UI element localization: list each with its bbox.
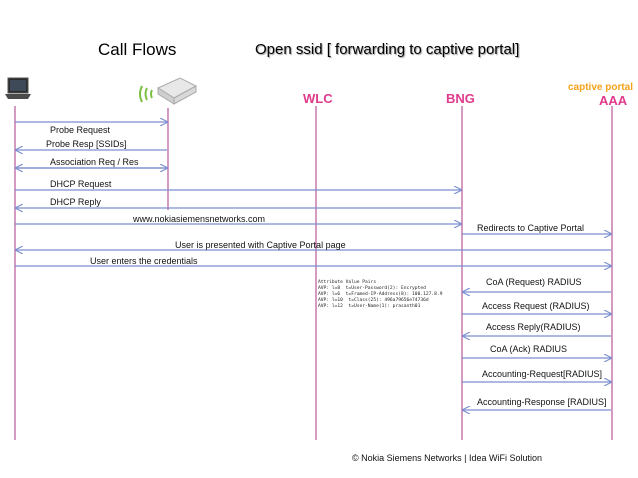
message-label: DHCP Reply [50,197,101,207]
avp-header: Attribute Value Pairs [318,280,377,285]
page-subtitle: Open ssid [ forwarding to captive portal… [255,41,520,58]
message-label: Accounting-Request[RADIUS] [482,369,603,379]
message-label: Access Reply(RADIUS) [486,322,581,332]
message-label: www.nokiasiemensnetworks.com [133,214,266,224]
message-label: User enters the credentials [90,256,198,266]
message-label: User is presented with Captive Portal pa… [175,240,346,250]
message-label: Association Req / Res [50,157,139,167]
message-label: Probe Resp [SSIDs] [46,139,127,149]
message-label: Accounting-Response [RADIUS] [477,397,607,407]
page-title: Call Flows [98,40,177,59]
message-label: Probe Request [50,125,111,135]
access-point-icon [139,77,198,105]
message-label: Redirects to Captive Portal [477,223,585,233]
avp-line: AVP: l=12 t=User-Name(1): prasanth01 [318,304,421,309]
avp-line: AVP: l=10 t=Class(25): 496a79656e74736d [318,298,429,303]
laptop-icon [5,77,31,99]
avp-line: AVP: l=6 t=Framed-IP-Address(8): 100.127… [318,292,443,297]
message-label: CoA (Request) RADIUS [486,277,582,287]
message-label: CoA (Ack) RADIUS [490,344,568,354]
message-label: DHCP Request [50,179,112,189]
aaa-label: AAA [599,93,628,108]
bng-label: BNG [446,91,475,106]
captive-portal-caption: captive portal [568,82,634,93]
message-label: Access Request (RADIUS) [482,301,590,311]
avp-line: AVP: l=8 t=User-Password(2): Encrypted [318,286,426,291]
wlc-label: WLC [303,91,333,106]
footer-text: © Nokia Siemens Networks | Idea WiFi Sol… [352,453,543,463]
